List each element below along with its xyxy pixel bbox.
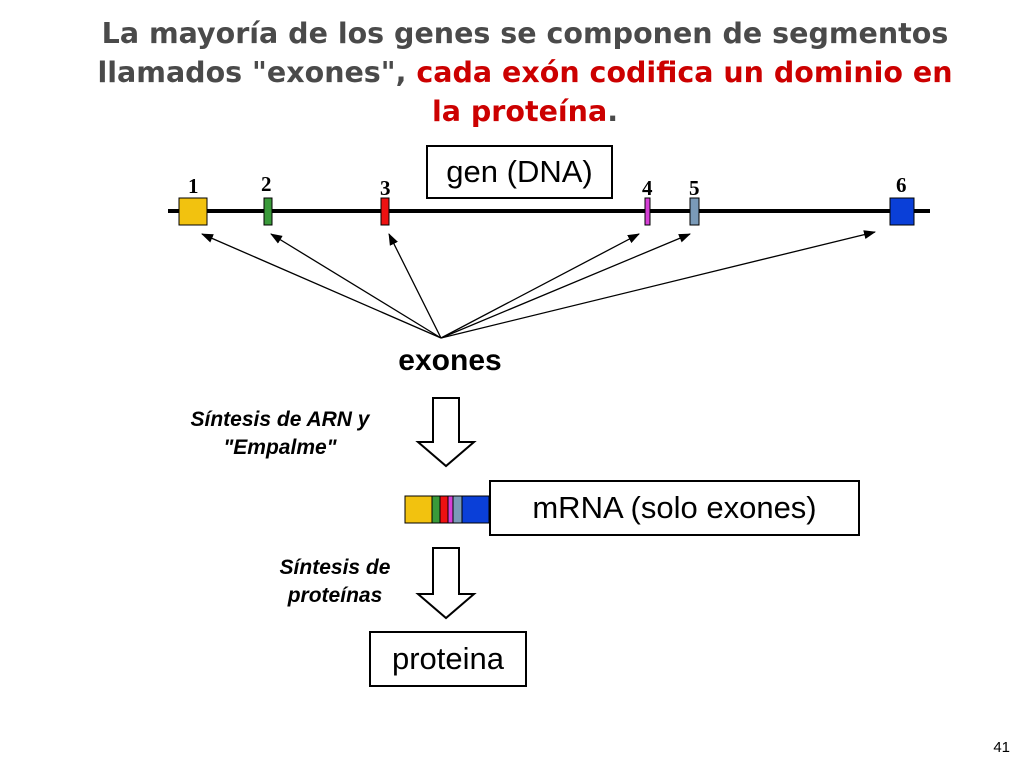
exon-arrow-4	[440, 233, 640, 339]
splicing-step-label: Síntesis de ARN y "Empalme"	[150, 406, 410, 462]
page-number: 41	[993, 739, 1010, 756]
splicing-step-line-2: "Empalme"	[223, 436, 337, 459]
exon-arrow-1	[201, 233, 442, 339]
gene-exon-6	[889, 197, 915, 226]
mrna-label: mRNA (solo exones)	[532, 490, 817, 525]
exon-arrow-6	[440, 230, 876, 339]
exons-label: exones	[398, 344, 502, 377]
mrna-exon-2	[431, 495, 441, 524]
title-line-1: La mayoría de los genes se componen de s…	[101, 17, 949, 50]
translation-step-label: Síntesis de proteínas	[240, 554, 430, 610]
title-line-2: llamados "exones", cada exón codifica un…	[80, 53, 970, 92]
title-line-3-end: .	[607, 95, 619, 128]
exon-arrow-5	[440, 233, 691, 339]
mrna-exon-4	[447, 495, 454, 524]
exon-number-2: 2	[261, 172, 272, 196]
mrna-strip	[404, 495, 490, 524]
exon-number-5: 5	[689, 176, 700, 200]
mrna-exon-1	[404, 495, 433, 524]
translation-step-line-2: proteínas	[287, 584, 383, 607]
exon-arrow-3	[388, 233, 442, 339]
title-line-2-highlight: cada exón codifica un dominio en	[416, 56, 953, 89]
gene-label: gen (DNA)	[446, 154, 593, 189]
exon-arrow-2	[270, 233, 442, 339]
exon-number-1: 1	[188, 174, 199, 198]
translation-block-arrow	[415, 547, 477, 620]
gene-exon-5	[689, 197, 700, 226]
gene-exon-3	[380, 197, 390, 226]
mrna-label-box: mRNA (solo exones)	[489, 480, 860, 536]
protein-label: proteina	[391, 641, 505, 676]
title-line-3-highlight: la proteína	[431, 95, 608, 128]
title-line-2-normal: llamados "exones",	[97, 56, 417, 89]
mrna-exon-6	[461, 495, 490, 524]
slide-title: La mayoría de los genes se componen de s…	[80, 14, 970, 131]
gene-exon-4	[644, 197, 651, 226]
splicing-step-line-1: Síntesis de ARN y	[190, 408, 370, 431]
mrna-exon-5	[452, 495, 463, 524]
splicing-block-arrow	[415, 397, 477, 468]
gene-label-box: gen (DNA)	[426, 145, 613, 199]
mrna-exon-3	[439, 495, 449, 524]
translation-step-line-1: Síntesis de	[279, 556, 391, 579]
exon-number-6: 6	[896, 173, 907, 197]
exon-number-3: 3	[380, 176, 391, 200]
gene-exon-2	[263, 197, 273, 226]
gene-exon-1	[178, 197, 208, 226]
protein-label-box: proteina	[369, 631, 527, 687]
title-line-3: la proteína.	[80, 92, 970, 131]
exon-number-4: 4	[642, 176, 653, 200]
